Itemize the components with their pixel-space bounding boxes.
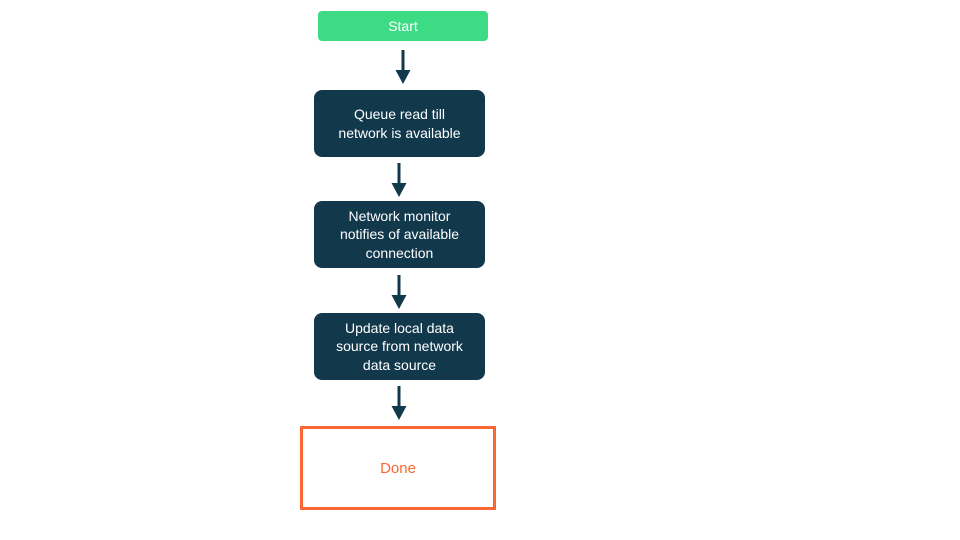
arrow-down-icon (394, 50, 412, 84)
flow-node-queue-read: Queue read till network is available (314, 90, 485, 157)
arrow-down-icon (390, 163, 408, 197)
flow-node-update-local-data: Update local data source from network da… (314, 313, 485, 380)
arrow-down-icon (390, 386, 408, 420)
flow-node-start: Start (318, 11, 488, 41)
flow-node-done: Done (300, 426, 496, 510)
arrow-down-icon (390, 275, 408, 309)
flow-node-network-monitor: Network monitor notifies of available co… (314, 201, 485, 268)
